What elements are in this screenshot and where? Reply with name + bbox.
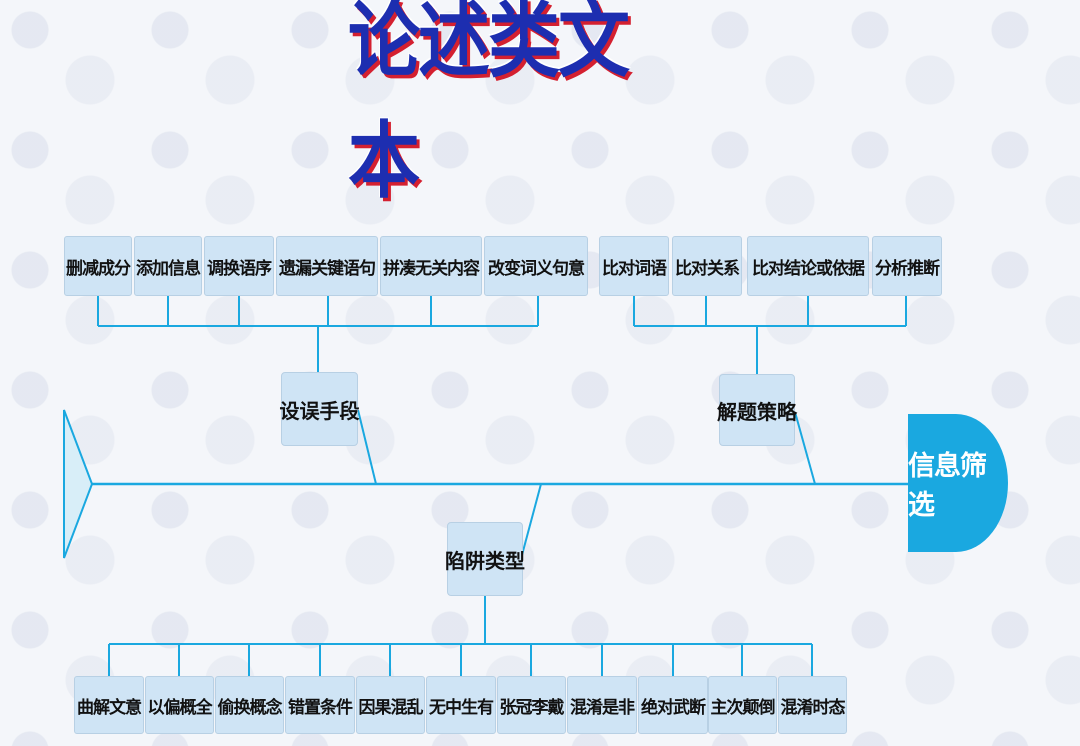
category-traps: 陷阱类型 <box>445 522 525 596</box>
trap-item: 曲解文意 <box>74 676 144 734</box>
trap-item: 错置条件 <box>285 676 355 734</box>
bracket-strategy <box>633 296 907 374</box>
trap-item: 混淆时态 <box>778 676 847 734</box>
means-item: 调换语序 <box>204 236 274 296</box>
category-means: 设误手段 <box>280 372 360 446</box>
means-item: 删减成分 <box>64 236 132 296</box>
means-item: 改变词义句意 <box>484 236 588 296</box>
trap-item: 以偏概全 <box>145 676 214 734</box>
means-item: 拼凑无关内容 <box>380 236 482 296</box>
bone-means <box>357 409 377 485</box>
trap-item: 无中生有 <box>426 676 496 734</box>
trap-item: 主次颠倒 <box>708 676 777 734</box>
fish-tail <box>63 409 94 559</box>
bracket-means <box>97 296 539 372</box>
means-item: 遗漏关键语句 <box>276 236 378 296</box>
means-item: 添加信息 <box>134 236 202 296</box>
trap-item: 绝对武断 <box>638 676 708 734</box>
trap-item: 混淆是非 <box>567 676 637 734</box>
strategy-item: 分析推断 <box>872 236 942 296</box>
strategy-item: 比对关系 <box>672 236 742 296</box>
fish-head: 信息筛选 <box>908 414 1008 552</box>
bone-strategy <box>794 411 816 485</box>
trap-item: 因果混乱 <box>356 676 425 734</box>
strategy-item: 比对词语 <box>599 236 669 296</box>
trap-item: 偷换概念 <box>215 676 284 734</box>
bone-traps <box>521 483 542 556</box>
category-strategy: 解题策略 <box>717 374 797 446</box>
strategy-item: 比对结论或依据 <box>747 236 869 296</box>
bracket-traps <box>108 596 813 676</box>
trap-item: 张冠李戴 <box>497 676 566 734</box>
